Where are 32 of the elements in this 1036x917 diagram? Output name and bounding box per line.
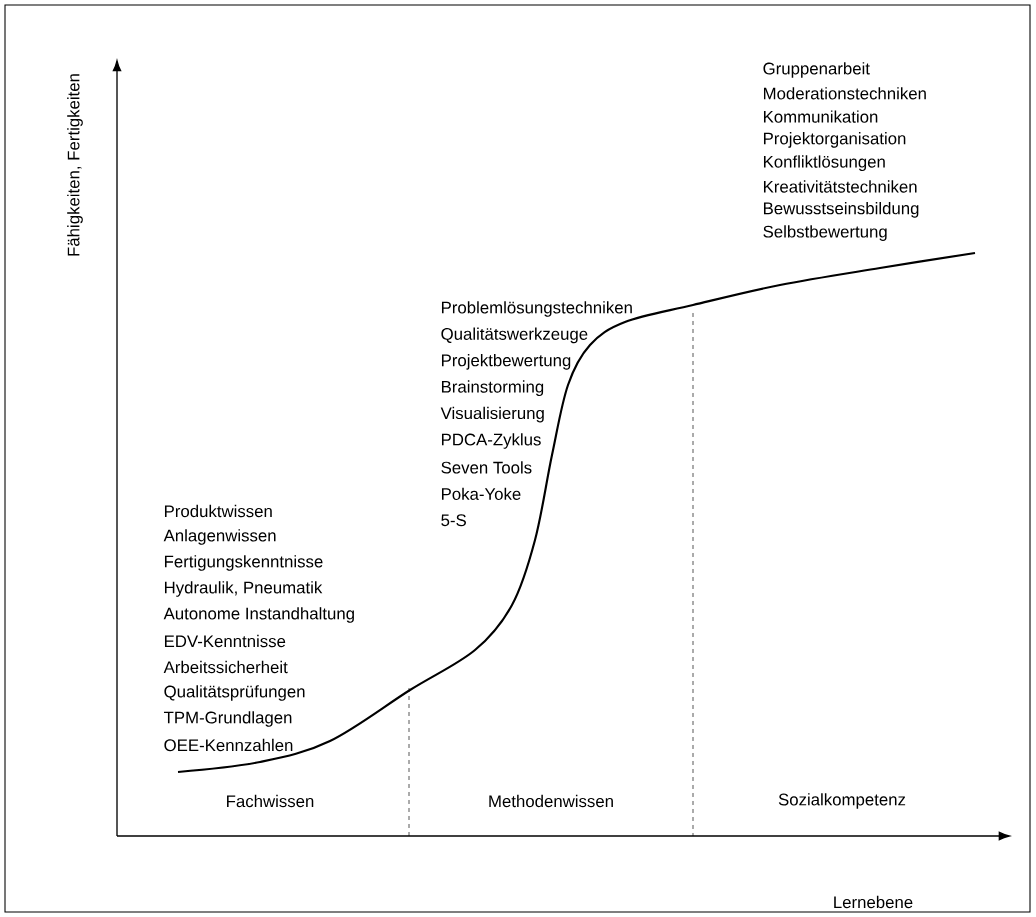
list-item: EDV-Kenntnisse [165, 634, 286, 648]
list-item: Autonome Instandhaltung [163, 607, 354, 623]
list-item: Qualitätsprüfungen [164, 685, 305, 701]
list-item: Brainstorming [442, 380, 544, 397]
list-item: Moderationstechniken [764, 87, 926, 100]
list-item: Visualisierung [440, 406, 544, 423]
region-label: Sozialkompetenz [778, 793, 906, 809]
region-label: Methodenwissen [489, 794, 613, 808]
list-item: Konfliktlösungen [764, 155, 885, 172]
region-label: Fachwissen [227, 794, 314, 808]
list-item: Fertigungskenntnisse [165, 555, 323, 571]
list-item: Gruppenarbeit [763, 62, 870, 78]
axis-label: Lernebene [834, 895, 913, 909]
axis-label: Fähigkeiten, Fertigkeiten [67, 74, 83, 256]
list-item: TPM-Grundlagen [164, 711, 292, 727]
list-item: Produktwissen [165, 504, 272, 518]
list-item: Kommunikation [764, 110, 878, 123]
list-item: Anlagenwissen [163, 529, 276, 545]
list-item: Bewusstseinsbildung [764, 201, 919, 218]
list-item: 5-S [441, 514, 466, 527]
list-item: Seven Tools [441, 461, 532, 474]
list-item: Projektbewertung [442, 353, 571, 370]
list-item: Hydraulik, Pneumatik [165, 581, 323, 597]
list-item: PDCA-Zyklus [442, 433, 541, 449]
list-item: Projektorganisation [764, 132, 906, 148]
list-item: Qualitätswerkzeuge [441, 327, 588, 344]
list-item: Arbeitssicherheit [163, 660, 288, 674]
list-item: Poka-Yoke [442, 487, 521, 500]
list-item: Selbstbewertung [763, 225, 887, 241]
list-item: Kreativitätstechniken [764, 180, 917, 193]
list-item: OEE-Kennzahlen [164, 738, 293, 752]
list-item: Problemlösungstechniken [442, 301, 632, 317]
